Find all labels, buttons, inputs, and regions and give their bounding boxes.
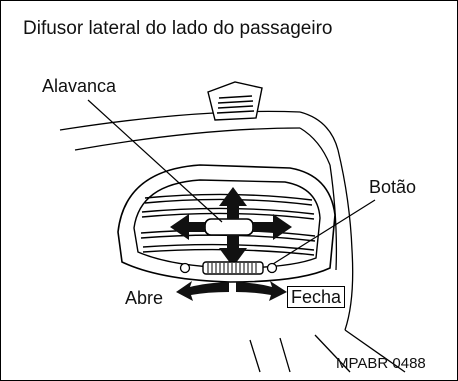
side-vent: [117, 164, 336, 283]
arrow-down-icon: [219, 235, 247, 267]
left-pin-icon: [179, 262, 191, 274]
close-arrow-icon: [236, 281, 287, 301]
button-icon: [266, 262, 278, 274]
lever-leader-line: [87, 99, 223, 223]
dashboard-outline: [59, 110, 406, 373]
adjust-thumbwheel: [179, 261, 278, 275]
arrow-up-icon: [219, 187, 247, 219]
lever-label: Alavanca: [42, 76, 117, 96]
button-label: Botão: [369, 177, 417, 197]
lever-knob: [204, 218, 254, 236]
direction-arrows: [170, 187, 292, 267]
diagram-title: Difusor lateral do lado do passageiro: [23, 18, 333, 39]
defroster-vent: [207, 81, 263, 121]
close-label: Fecha: [287, 286, 346, 308]
button-leader-line: [272, 199, 376, 265]
figure-code: MPABR 0488: [336, 355, 426, 372]
arrow-right-icon: [253, 214, 292, 240]
leader-lines: [87, 99, 376, 265]
arrow-left-icon: [170, 214, 205, 240]
open-label: Abre: [125, 288, 164, 308]
open-arrow-icon: [176, 281, 229, 301]
rotation-arrows: [176, 281, 287, 301]
